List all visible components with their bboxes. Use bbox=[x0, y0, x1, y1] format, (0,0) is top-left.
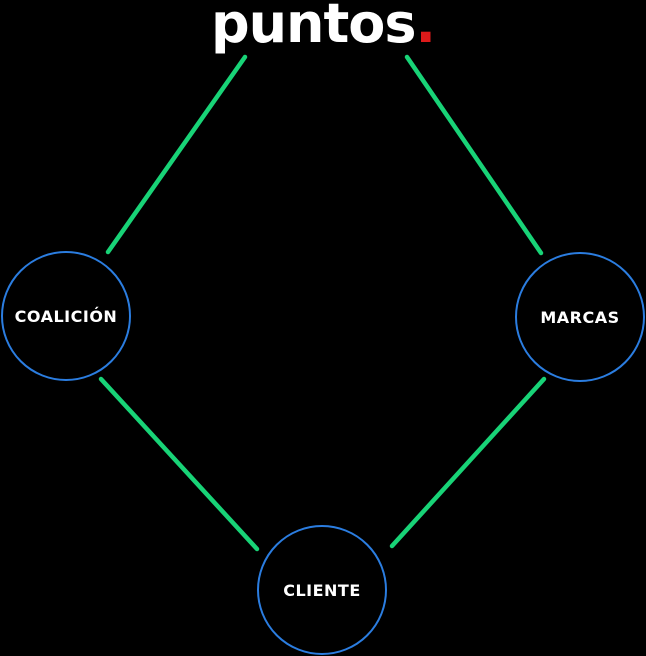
logo-wordmark: puntos. bbox=[0, 0, 646, 53]
node-cliente-label: CLIENTE bbox=[283, 580, 361, 600]
node-marcas: MARCAS bbox=[515, 252, 645, 382]
node-coalicion: COALICIÓN bbox=[1, 251, 131, 381]
node-marcas-label: MARCAS bbox=[540, 307, 620, 327]
node-cliente: CLIENTE bbox=[257, 525, 387, 655]
edge-logo-marcas bbox=[404, 54, 544, 256]
node-coalicion-label: COALICIÓN bbox=[14, 306, 118, 326]
edge-coalicion-cliente bbox=[98, 376, 260, 552]
edge-marcas-cliente bbox=[389, 376, 547, 549]
logo-dot: . bbox=[415, 0, 436, 55]
logo-text: puntos bbox=[210, 0, 417, 55]
edge-logo-coalicion bbox=[105, 54, 248, 255]
